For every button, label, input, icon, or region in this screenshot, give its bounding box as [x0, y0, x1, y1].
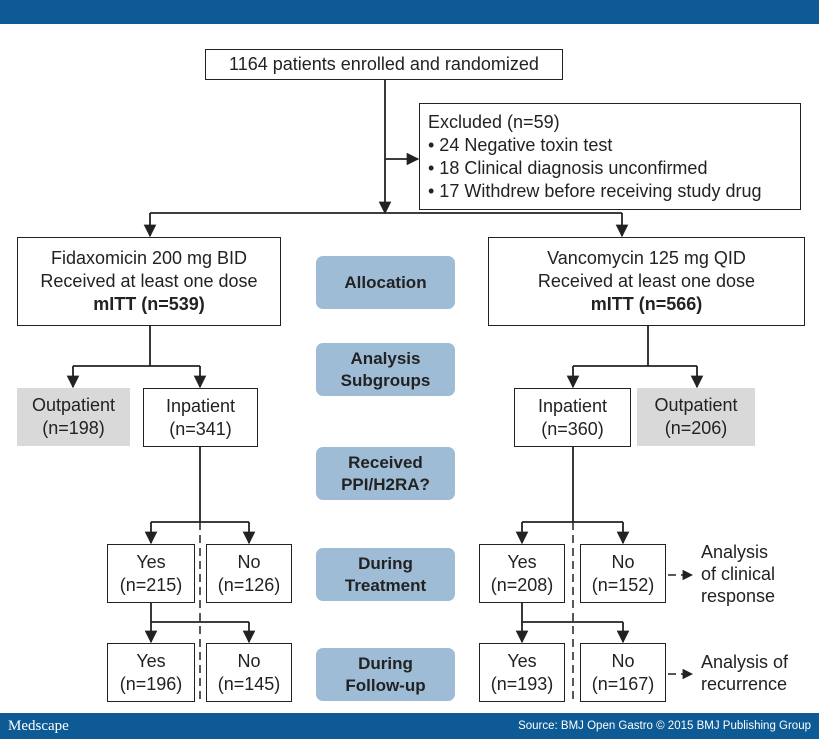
answer-label: No: [611, 650, 635, 671]
annotation-line: Analysis: [701, 542, 769, 562]
vancomycin-treatment-no-box: No (n=152): [580, 544, 666, 603]
arm-mitt: mITT (n=566): [590, 294, 703, 314]
header-bar: [0, 0, 819, 24]
vancomycin-inpatient-box: Inpatient (n=360): [514, 388, 631, 447]
answer-label: No: [611, 551, 635, 572]
fidaxomicin-box: Fidaxomicin 200 mg BID Received at least…: [17, 237, 281, 326]
vancomycin-box: Vancomycin 125 mg QID Received at least …: [488, 237, 805, 326]
stage-text: During: [358, 653, 413, 673]
arm-line: Fidaxomicin 200 mg BID: [50, 248, 248, 268]
answer-label: No: [237, 650, 261, 671]
stage-allocation: Allocation: [316, 256, 455, 309]
excluded-title: Excluded (n=59): [428, 111, 560, 132]
answer-count: (n=196): [119, 673, 183, 694]
subgroup-count: (n=198): [42, 418, 105, 438]
arm-mitt: mITT (n=539): [93, 294, 205, 314]
clinical-response-annotation: Analysis of clinical response: [701, 541, 775, 607]
annotation-line: recurrence: [701, 674, 788, 694]
stage-analysis-subgroups: Analysis Subgroups: [316, 343, 455, 396]
subgroup-count: (n=206): [664, 418, 728, 438]
stage-during-followup: During Follow-up: [316, 648, 455, 701]
fidaxomicin-followup-no-box: No (n=145): [206, 643, 292, 702]
recurrence-annotation: Analysis of recurrence: [701, 651, 788, 695]
subgroup-count: (n=341): [169, 418, 232, 439]
answer-label: No: [237, 551, 261, 572]
arm-line: Vancomycin 125 mg QID: [547, 248, 746, 268]
subgroup-label: Outpatient: [31, 395, 116, 415]
fidaxomicin-followup-yes-box: Yes (n=196): [107, 643, 195, 702]
stage-text: During: [358, 553, 413, 573]
vancomycin-followup-yes-box: Yes (n=193): [479, 643, 565, 702]
fidaxomicin-inpatient-box: Inpatient (n=341): [143, 388, 258, 447]
stage-text: Follow-up: [345, 675, 426, 695]
footer-bar: [0, 713, 819, 739]
answer-count: (n=215): [119, 574, 183, 595]
stage-during-treatment: During Treatment: [316, 548, 455, 601]
fidaxomicin-outpatient-box: Outpatient (n=198): [17, 388, 130, 446]
excluded-box: Excluded (n=59) • 24 Negative toxin test…: [419, 103, 801, 210]
excluded-item: • 24 Negative toxin test: [428, 134, 613, 155]
stage-text: Allocation: [344, 272, 427, 292]
annotation-line: of clinical: [701, 564, 776, 584]
stage-text: Treatment: [344, 575, 427, 595]
vancomycin-treatment-yes-box: Yes (n=208): [479, 544, 565, 603]
excluded-item: • 18 Clinical diagnosis unconfirmed: [428, 157, 708, 178]
subgroup-label: Inpatient: [537, 395, 608, 416]
answer-label: Yes: [507, 551, 537, 572]
vancomycin-followup-no-box: No (n=167): [580, 643, 666, 702]
medscape-logo: Medscape: [8, 718, 69, 734]
subgroup-label: Outpatient: [654, 395, 738, 415]
fidaxomicin-treatment-no-box: No (n=126): [206, 544, 292, 603]
stage-text: Received: [348, 452, 423, 472]
answer-label: Yes: [507, 650, 537, 671]
subgroup-count: (n=360): [541, 418, 604, 439]
arm-line: Received at least one dose: [537, 271, 756, 291]
answer-count: (n=208): [490, 574, 554, 595]
answer-count: (n=126): [217, 574, 281, 595]
answer-count: (n=193): [490, 673, 554, 694]
annotation-line: Analysis of: [701, 652, 789, 672]
source-credit: Source: BMJ Open Gastro © 2015 BMJ Publi…: [518, 720, 811, 732]
arm-line: Received at least one dose: [40, 271, 258, 291]
stage-text: PPI/H2RA?: [341, 474, 430, 494]
enrolled-box: 1164 patients enrolled and randomized: [205, 49, 563, 80]
stage-text: Subgroups: [340, 370, 431, 390]
annotation-line: response: [701, 586, 776, 606]
vancomycin-outpatient-box: Outpatient (n=206): [637, 388, 755, 446]
answer-label: Yes: [136, 551, 166, 572]
excluded-item: • 17 Withdrew before receiving study dru…: [428, 180, 762, 201]
enrolled-text: 1164 patients enrolled and randomized: [229, 54, 539, 74]
stage-text: Analysis: [350, 348, 421, 368]
subgroup-label: Inpatient: [165, 395, 236, 416]
answer-count: (n=167): [591, 673, 655, 694]
answer-count: (n=145): [217, 673, 281, 694]
answer-label: Yes: [136, 650, 166, 671]
answer-count: (n=152): [591, 574, 655, 595]
fidaxomicin-treatment-yes-box: Yes (n=215): [107, 544, 195, 603]
stage-ppi-h2ra: Received PPI/H2RA?: [316, 447, 455, 500]
